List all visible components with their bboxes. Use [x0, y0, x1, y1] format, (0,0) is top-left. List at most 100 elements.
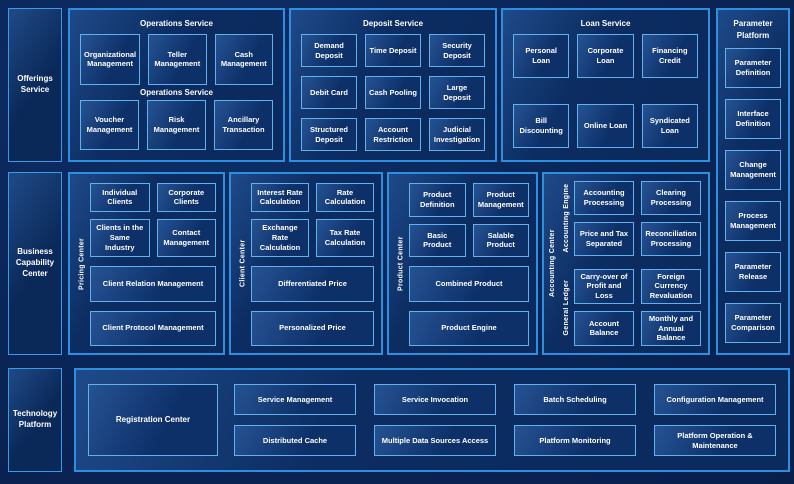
product-center-vertical-label: Product Center [397, 236, 405, 291]
rail-technology-platform: Technology Platform [8, 368, 62, 472]
pricing-box-wide: Client Relation Management [90, 266, 216, 302]
accounting-content: Accounting Engine Accounting Processing … [559, 181, 701, 346]
rail-offerings-label: Offerings Service [17, 74, 53, 94]
accounting-engine-group: Accounting Engine Accounting Processing … [559, 181, 701, 256]
parameter-stack: Parameter Definition Interface Definitio… [725, 48, 781, 343]
technology-box: Multiple Data Sources Access [374, 425, 496, 456]
product-grid: Product Definition Product Management Ba… [409, 183, 529, 258]
deposit-service-panel: Deposit Service Demand Deposit Time Depo… [289, 8, 497, 162]
product-box: Product Management [472, 183, 529, 217]
deposit-box: Debit Card [301, 76, 357, 109]
pricing-center-panel: Pricing Center Individual Clients Corpor… [68, 172, 225, 355]
parameter-box: Process Management [725, 201, 781, 241]
deposit-box: Structured Deposit [301, 118, 357, 151]
accounting-engine-grid: Accounting Processing Clearing Processin… [574, 181, 701, 256]
parameter-box: Change Management [725, 150, 781, 190]
parameter-box: Parameter Release [725, 252, 781, 292]
accounting-center-vertical-label: Accounting Center [549, 229, 556, 298]
loan-title: Loan Service [580, 19, 631, 28]
deposit-row-2: Debit Card Cash Pooling Large Deposit [301, 76, 485, 109]
client-content: Interest Rate Calculation Rate Calculati… [251, 181, 374, 347]
client-box-wide: Personalized Price [251, 310, 374, 347]
operations-box: Ancillary Transaction [214, 99, 273, 150]
pricing-box: Corporate Clients [156, 183, 216, 212]
pricing-grid: Individual Clients Corporate Clients Cli… [90, 183, 216, 258]
loan-box: Syndicated Loan [641, 104, 698, 148]
technology-box: Configuration Management [654, 384, 776, 415]
loan-box: Corporate Loan [577, 34, 634, 78]
client-box: Rate Calculation [316, 183, 374, 212]
loan-box: Financing Credit [641, 34, 698, 78]
deposit-box: Cash Pooling [365, 76, 421, 109]
ledger-box: Account Balance [574, 310, 634, 346]
loan-box: Online Loan [577, 104, 634, 148]
parameter-box: Parameter Comparison [725, 303, 781, 343]
product-center-panel: Product Center Product Definition Produc… [387, 172, 538, 355]
pricing-box: Clients in the Same Industry [90, 218, 150, 258]
registration-center-box: Registration Center [88, 384, 218, 456]
operations-row-2: Voucher Management Risk Management Ancil… [80, 99, 273, 150]
rail-offerings-service: Offerings Service [8, 8, 62, 162]
operations-box: Teller Management [148, 34, 207, 85]
operations-box: Cash Management [214, 34, 273, 85]
accounting-box: Accounting Processing [574, 181, 634, 215]
parameter-title: Parameter Platform [733, 19, 773, 40]
loan-service-panel: Loan Service Personal Loan Corporate Loa… [501, 8, 710, 162]
deposit-box: Demand Deposit [301, 34, 357, 67]
loan-row-1: Personal Loan Corporate Loan Financing C… [513, 34, 698, 78]
product-box-wide: Combined Product [409, 266, 529, 302]
technology-platform-panel: Registration Center Service Management S… [74, 368, 790, 472]
operations-box: Voucher Management [80, 99, 139, 150]
technology-box: Batch Scheduling [514, 384, 636, 415]
operations-title: Operations Service [140, 19, 213, 28]
rail-business-capability-center: Business Capability Center [8, 172, 62, 355]
client-grid: Interest Rate Calculation Rate Calculati… [251, 183, 374, 258]
client-box-wide: Differentiated Price [251, 266, 374, 302]
pricing-box: Individual Clients [90, 183, 150, 212]
client-center-panel: Client Center Interest Rate Calculation … [229, 172, 383, 355]
ledger-box: Monthly and Annual Balance [641, 310, 701, 346]
general-ledger-vertical-label: General Ledger [563, 279, 570, 336]
pricing-box-wide: Client Protocol Management [90, 310, 216, 347]
accounting-box: Clearing Processing [641, 181, 701, 215]
loan-box: Personal Loan [513, 34, 570, 78]
general-ledger-group: General Ledger Carry-over of Profit and … [559, 268, 701, 346]
general-ledger-grid: Carry-over of Profit and Loss Foreign Cu… [574, 268, 701, 346]
ledger-box: Foreign Currency Revaluation [641, 268, 701, 304]
loan-box: Bill Discounting [513, 104, 570, 148]
technology-box: Distributed Cache [234, 425, 356, 456]
product-box: Basic Product [409, 223, 466, 258]
product-content: Product Definition Product Management Ba… [409, 181, 529, 347]
ledger-box: Carry-over of Profit and Loss [574, 268, 634, 304]
product-box-wide: Product Engine [409, 310, 529, 347]
technology-box: Service Invocation [374, 384, 496, 415]
deposit-row-1: Demand Deposit Time Deposit Security Dep… [301, 34, 485, 67]
deposit-title: Deposit Service [362, 19, 424, 28]
accounting-engine-vertical-label: Accounting Engine [563, 183, 570, 253]
deposit-box: Security Deposit [429, 34, 485, 67]
rail-technology-label: Technology Platform [12, 409, 58, 429]
deposit-box: Account Restriction [365, 118, 421, 151]
accounting-box: Price and Tax Separated [574, 221, 634, 256]
operations-box: Organizational Management [80, 34, 141, 85]
rail-business-label: Business Capability Center [15, 247, 55, 278]
accounting-center-panel: Accounting Center Accounting Engine Acco… [542, 172, 710, 355]
operations-row-1: Organizational Management Teller Managem… [80, 34, 273, 85]
product-box: Salable Product [472, 223, 529, 258]
client-center-vertical-label: Client Center [239, 239, 247, 288]
loan-row-gap [513, 78, 698, 104]
technology-grid: Service Management Service Invocation Ba… [234, 384, 776, 456]
pricing-content: Individual Clients Corporate Clients Cli… [90, 181, 216, 347]
deposit-box: Time Deposit [365, 34, 421, 67]
parameter-box: Parameter Definition [725, 48, 781, 88]
client-box: Exchange Rate Calculation [251, 218, 309, 258]
pricing-center-vertical-label: Pricing Center [78, 237, 86, 290]
operations-box: Risk Management [147, 99, 206, 150]
accounting-box: Reconciliation Processing [641, 221, 701, 256]
technology-box: Platform Operation & Maintenance [654, 425, 776, 456]
operations-mid-label: Operations Service [140, 87, 213, 97]
parameter-box: Interface Definition [725, 99, 781, 139]
technology-box: Service Management [234, 384, 356, 415]
deposit-row-3: Structured Deposit Account Restriction J… [301, 118, 485, 151]
loan-row-2: Bill Discounting Online Loan Syndicated … [513, 104, 698, 148]
